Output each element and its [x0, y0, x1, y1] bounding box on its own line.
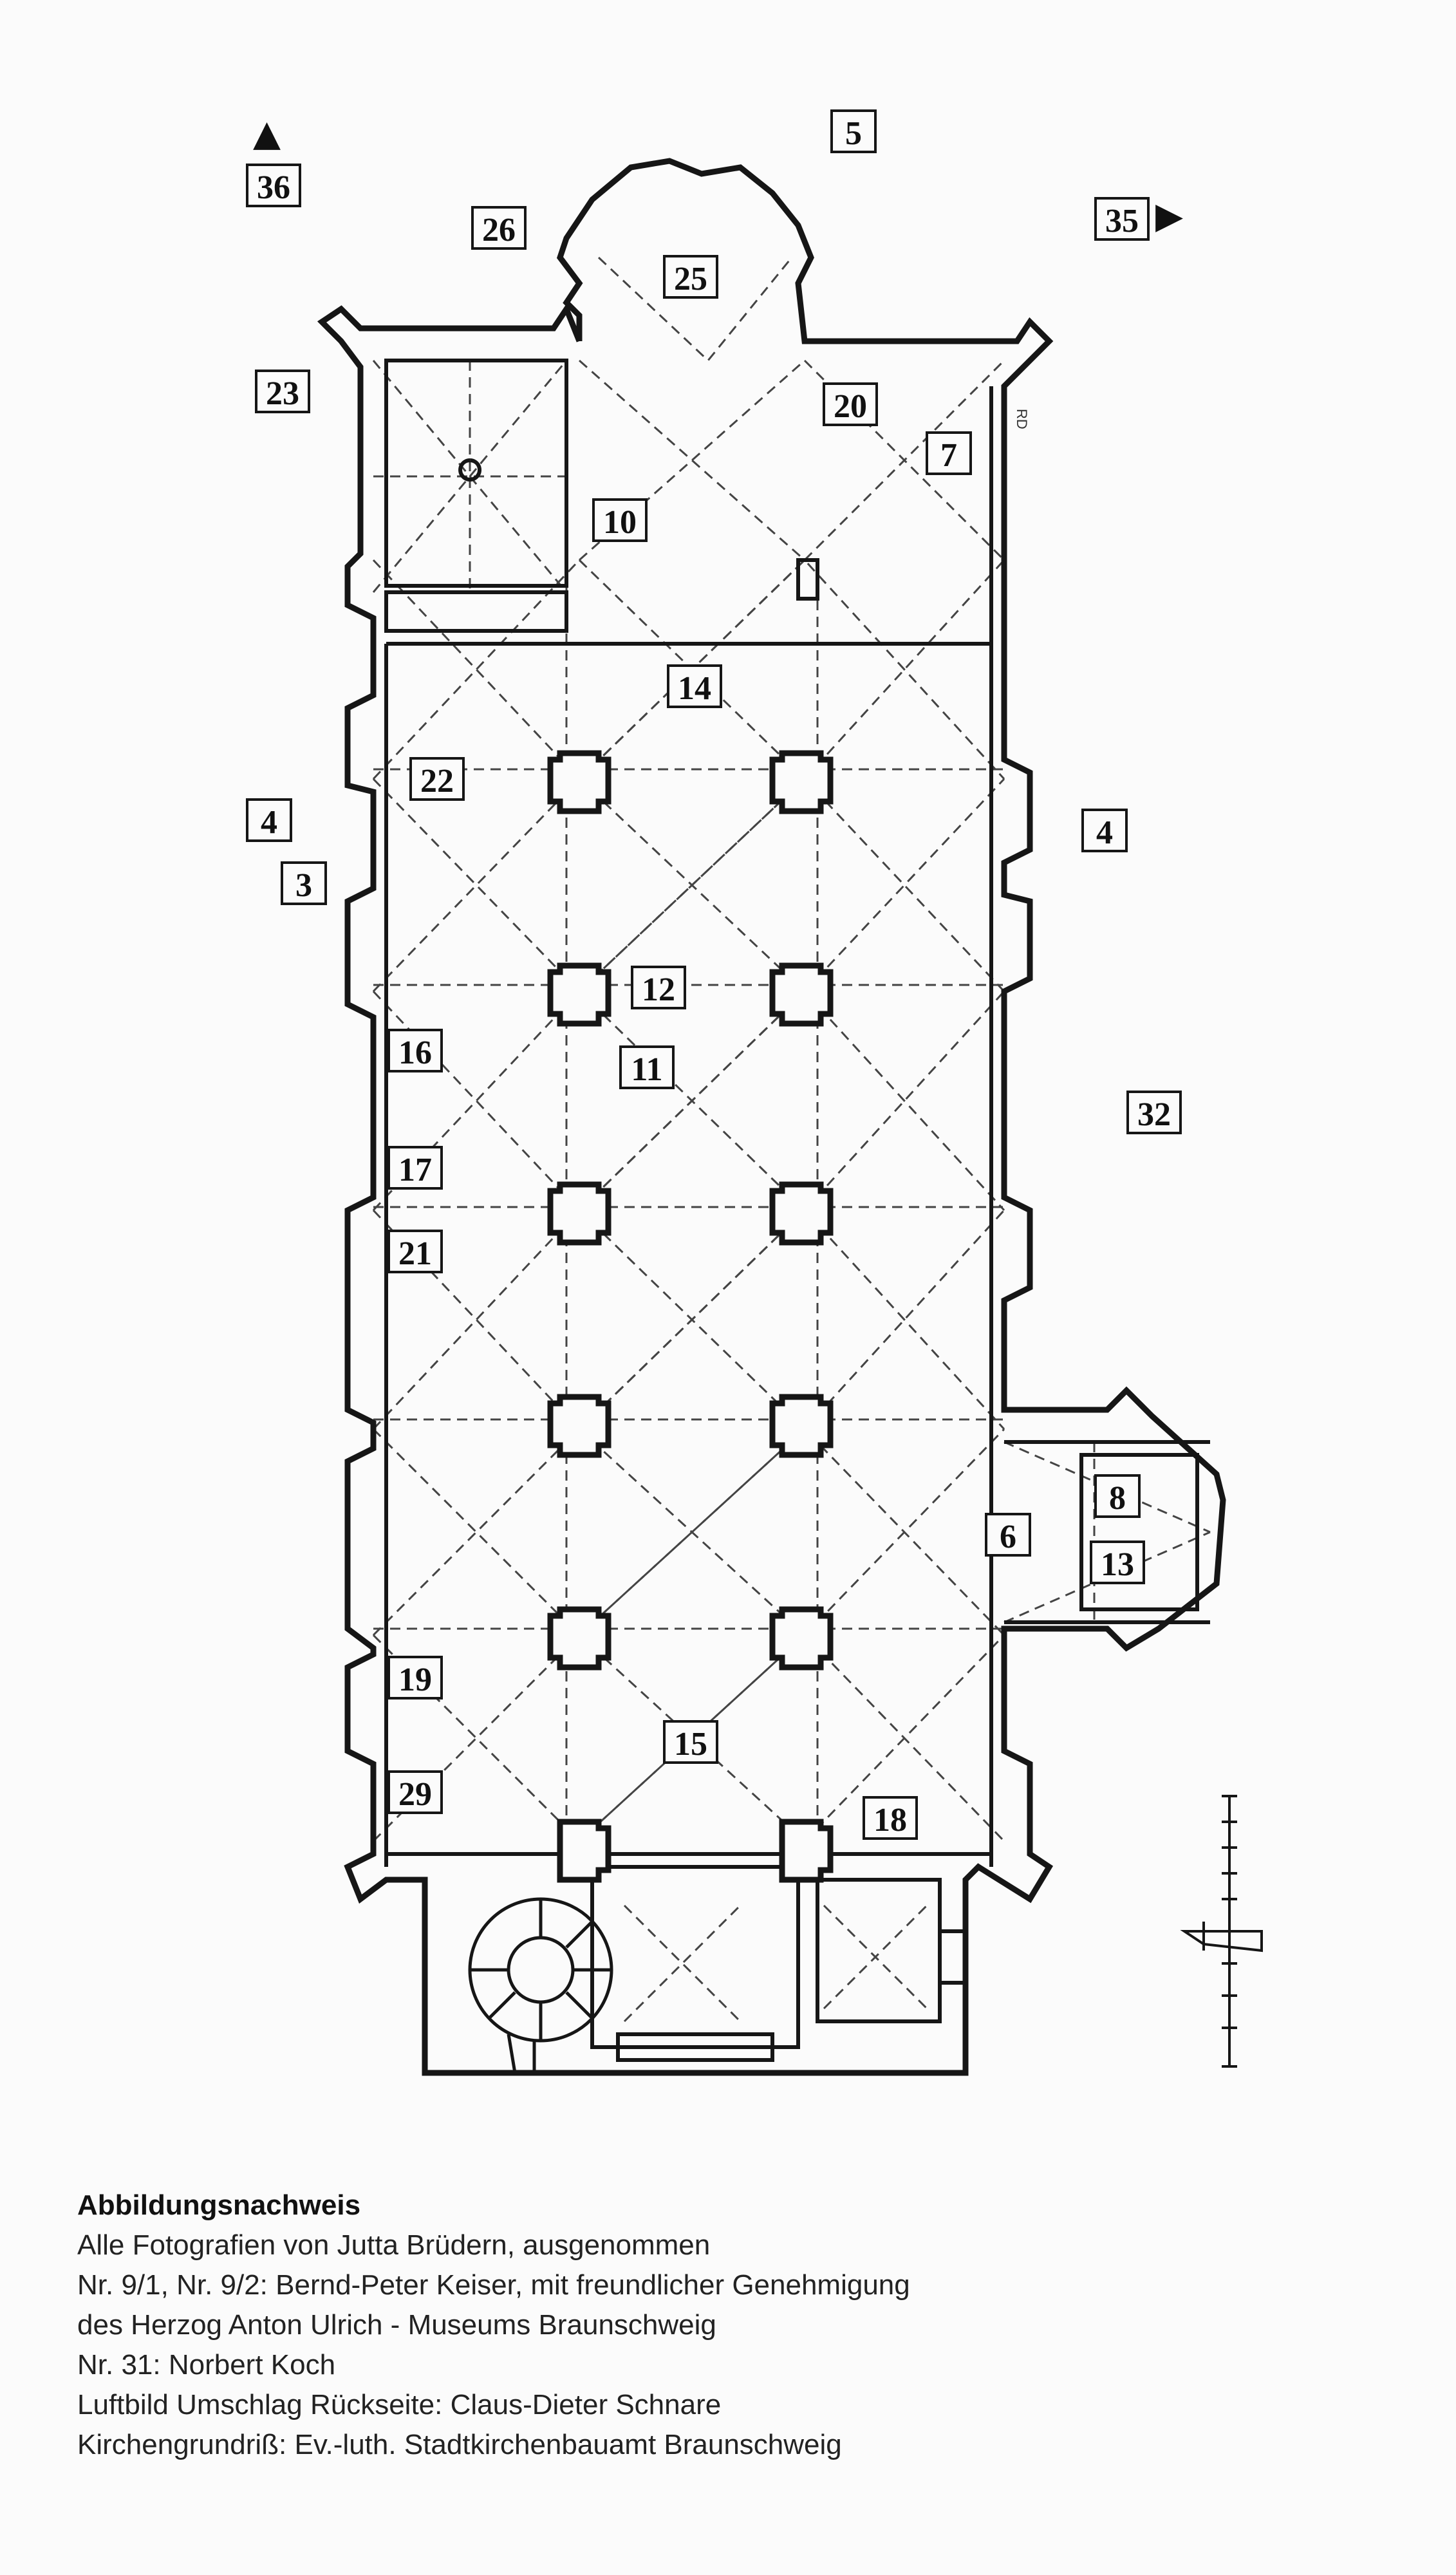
photo-label-26: 26: [471, 206, 527, 250]
photo-label-32: 32: [1126, 1091, 1182, 1134]
credits-heading: Abbildungsnachweis: [77, 2189, 361, 2221]
credits-line: des Herzog Anton Ulrich - Museums Brauns…: [77, 2309, 716, 2341]
svg-text:RD: RD: [1014, 409, 1030, 429]
vault-ribs: [372, 256, 1211, 2023]
photo-label-4-left: 4: [246, 798, 292, 842]
credits-line: Alle Fotografien von Jutta Brüdern, ausg…: [77, 2229, 711, 2261]
photo-label-29: 29: [387, 1770, 443, 1814]
credits-line: Luftbild Umschlag Rückseite: Claus-Diete…: [77, 2389, 722, 2420]
photo-label-21: 21: [387, 1230, 443, 1273]
photo-label-17: 17: [387, 1146, 443, 1190]
photo-label-3: 3: [281, 861, 327, 905]
photo-label-22: 22: [409, 757, 465, 801]
photo-label-16: 16: [387, 1029, 443, 1072]
photo-label-35: 35: [1094, 197, 1150, 241]
north-arrow-icon: [1180, 1922, 1263, 1952]
photo-label-36: 36: [246, 164, 301, 207]
photo-label-20: 20: [823, 382, 878, 426]
north-arrow-right-icon: ▶: [1155, 195, 1184, 237]
photo-label-19: 19: [387, 1656, 443, 1700]
outer-walls: [317, 158, 1226, 2076]
credits-line: Kirchengrundriß: Ev.-luth. Stadtkirchenb…: [77, 2429, 842, 2460]
photo-label-6: 6: [985, 1513, 1031, 1557]
church-floor-plan: RD: [317, 158, 1263, 2076]
photo-label-4-right: 4: [1081, 809, 1128, 852]
photo-label-25: 25: [663, 255, 718, 299]
photo-label-14: 14: [667, 664, 722, 708]
photo-label-11: 11: [619, 1045, 675, 1089]
nave-piers: [547, 750, 834, 1883]
photo-label-12: 12: [631, 966, 686, 1009]
photo-label-23: 23: [255, 370, 310, 413]
spiral-staircase-icon: [468, 1897, 613, 2074]
image-credits: Abbildungsnachweis Alle Fotografien von …: [77, 2186, 1365, 2465]
credits-line: Nr. 9/1, Nr. 9/2: Bernd-Peter Keiser, mi…: [77, 2269, 910, 2301]
north-arrow-up-icon: ▲: [253, 113, 281, 154]
photo-label-5: 5: [830, 109, 877, 153]
inner-walls: [384, 359, 1210, 2062]
photo-label-18: 18: [863, 1796, 918, 1840]
photo-label-15: 15: [663, 1720, 718, 1764]
photo-label-13: 13: [1090, 1540, 1145, 1584]
photo-label-7: 7: [926, 431, 972, 475]
photo-label-8: 8: [1094, 1474, 1141, 1518]
credits-line: Nr. 31: Norbert Koch: [77, 2349, 336, 2381]
photo-label-10: 10: [592, 498, 648, 542]
